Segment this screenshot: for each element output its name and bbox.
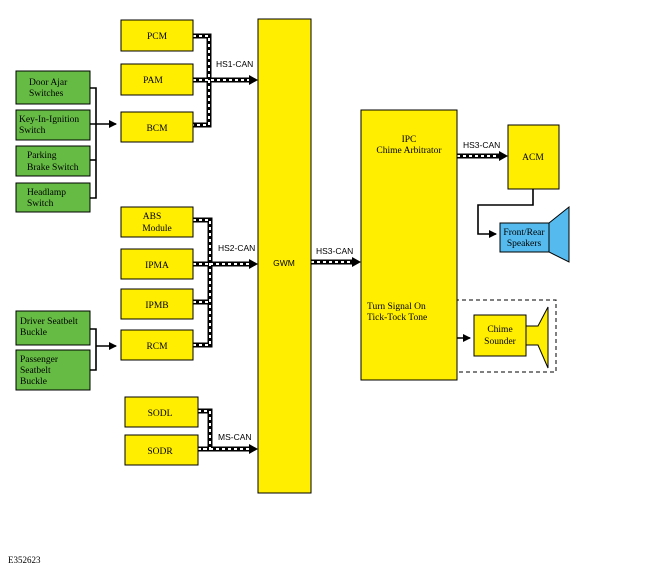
- svg-text:Key-In-Ignition: Key-In-Ignition: [19, 115, 79, 125]
- svg-text:Driver Seatbelt: Driver Seatbelt: [20, 317, 78, 327]
- svg-text:Brake Switch: Brake Switch: [27, 163, 79, 173]
- ipc-module: IPC Chime Arbitrator Turn Signal On Tick…: [360, 109, 458, 381]
- abs-module: ABS Module: [120, 206, 194, 238]
- ms-can-bus: [198, 408, 258, 454]
- svg-text:Speakers: Speakers: [507, 239, 542, 249]
- ipmb-module: IPMB: [120, 288, 194, 320]
- chime-sounder: Chime Sounder: [473, 306, 549, 369]
- pam-module: PAM: [120, 63, 194, 96]
- svg-text:Chime Arbitrator: Chime Arbitrator: [376, 146, 442, 156]
- svg-text:ABS: ABS: [143, 212, 161, 222]
- gwm-module: GWM: [257, 18, 312, 494]
- ms-can-label: MS-CAN: [218, 432, 252, 442]
- driver-seatbelt-buckle: Driver Seatbelt Buckle: [15, 310, 91, 346]
- svg-text:Switch: Switch: [19, 126, 46, 136]
- hs3-can-label-gwm: HS3-CAN: [316, 246, 353, 256]
- hardwire-group-bcm: [90, 87, 117, 199]
- svg-text:IPC: IPC: [402, 135, 417, 145]
- svg-text:PAM: PAM: [143, 76, 163, 86]
- svg-text:Front/Rear: Front/Rear: [503, 228, 545, 238]
- passenger-seatbelt-buckle: Passenger Seatbelt Buckle: [15, 349, 91, 391]
- door-ajar-switches: Door Ajar Switches: [15, 70, 91, 105]
- svg-text:Passenger: Passenger: [20, 355, 59, 365]
- headlamp-switch: Headlamp Switch: [15, 182, 91, 213]
- svg-text:IPMB: IPMB: [145, 301, 168, 311]
- svg-text:Headlamp: Headlamp: [27, 188, 66, 198]
- svg-text:Buckle: Buckle: [20, 377, 47, 387]
- svg-text:RCM: RCM: [146, 342, 168, 352]
- figure-id: E352623: [8, 555, 41, 565]
- svg-text:BCM: BCM: [146, 124, 168, 134]
- sodl-module: SODL: [124, 396, 199, 428]
- acm-module: ACM: [507, 124, 560, 190]
- svg-text:IPMA: IPMA: [145, 261, 169, 271]
- svg-text:Buckle: Buckle: [20, 328, 47, 338]
- rcm-module: RCM: [120, 329, 194, 361]
- bcm-module: BCM: [120, 111, 194, 143]
- svg-text:Door Ajar: Door Ajar: [29, 78, 68, 88]
- acm-to-speakers-wire: [477, 189, 534, 238]
- svg-text:Switch: Switch: [27, 199, 54, 209]
- hs2-can-bus: [193, 217, 258, 348]
- hs1-can-label: HS1-CAN: [216, 59, 253, 69]
- svg-text:SODR: SODR: [147, 447, 173, 457]
- svg-text:SODL: SODL: [148, 409, 173, 419]
- svg-text:Sounder: Sounder: [484, 337, 517, 347]
- svg-text:Chime: Chime: [487, 325, 512, 335]
- pcm-module: PCM: [120, 19, 194, 52]
- hs3-can-bus-gwm-ipc: [311, 257, 361, 267]
- svg-text:Switches: Switches: [29, 89, 64, 99]
- svg-text:Parking: Parking: [27, 151, 57, 161]
- hardwire-group-rcm: [90, 328, 117, 371]
- parking-brake-switch: Parking Brake Switch: [15, 145, 91, 177]
- svg-text:ACM: ACM: [522, 153, 544, 163]
- sodr-module: SODR: [124, 434, 199, 466]
- svg-text:Module: Module: [142, 224, 172, 234]
- hs3-can-bus-ipc-acm: [457, 151, 508, 161]
- key-in-ignition-switch: Key-In-Ignition Switch: [15, 109, 91, 141]
- svg-text:Tick-Tock Tone: Tick-Tock Tone: [367, 313, 427, 323]
- turn-signal-label: Turn Signal On: [367, 302, 426, 312]
- svg-text:Seatbelt: Seatbelt: [20, 366, 51, 376]
- hs1-can-bus: [193, 33, 258, 128]
- svg-text:PCM: PCM: [147, 32, 168, 42]
- svg-text:GWM: GWM: [273, 258, 295, 268]
- hs3-can-label-acm: HS3-CAN: [463, 140, 500, 150]
- ipma-module: IPMA: [120, 248, 194, 280]
- hs2-can-label: HS2-CAN: [218, 243, 255, 253]
- front-rear-speakers: Front/Rear Speakers: [499, 205, 570, 263]
